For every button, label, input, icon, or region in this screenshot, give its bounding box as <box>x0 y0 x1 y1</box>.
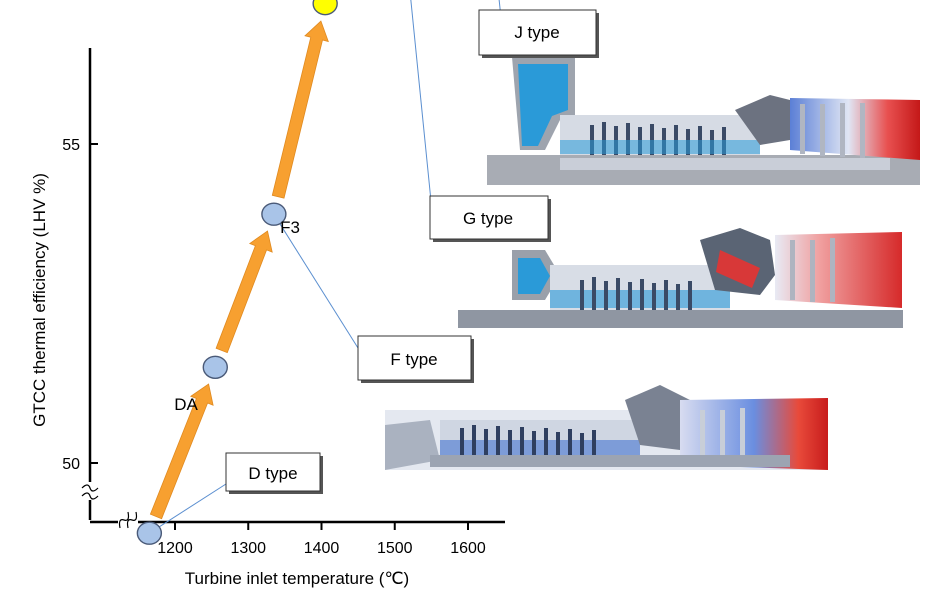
point-label: DA <box>174 395 198 414</box>
x-axis-break-icon <box>118 511 138 529</box>
progress-arrows <box>149 20 329 520</box>
x-tick-label: 1600 <box>450 540 486 557</box>
y-tick-label: 55 <box>62 137 80 154</box>
label-connector <box>410 0 433 212</box>
data-point <box>261 202 287 226</box>
x-tick-label: 1200 <box>157 540 193 557</box>
progress-arrow <box>271 20 329 199</box>
progress-arrow <box>149 383 214 520</box>
point-label: D type <box>248 464 297 483</box>
x-axis-title: Turbine inlet temperature (℃) <box>185 569 409 588</box>
label-box <box>478 9 597 56</box>
label-connector <box>149 474 241 534</box>
label-connectors <box>149 0 506 534</box>
x-tick-label: 1400 <box>304 540 340 557</box>
y-axis-title: GTCC thermal efficiency (LHV %) <box>30 173 49 427</box>
label-box <box>357 335 472 381</box>
label-box <box>429 195 549 240</box>
x-tick-label: 1300 <box>230 540 266 557</box>
data-points <box>136 0 338 545</box>
y-tick-label: 50 <box>62 456 80 473</box>
label-box <box>225 452 321 492</box>
label-connector <box>273 213 359 349</box>
data-point <box>312 0 338 16</box>
g-type-turbine-cross-section <box>458 228 903 328</box>
j-type-turbine-cross-section <box>487 57 920 185</box>
progress-arrow <box>215 230 273 354</box>
y-ticks: 505560 <box>62 137 98 473</box>
point-label: F3 <box>280 218 300 237</box>
x-ticks: 1200 1300 1400 1500 1600 <box>157 522 486 557</box>
point-label: J type <box>514 23 559 42</box>
point-labels: D type DA F type F3 G type J type <box>174 9 599 494</box>
point-label: G type <box>463 209 513 228</box>
point-label: F type <box>390 350 437 369</box>
f-type-turbine-cross-section <box>385 385 828 470</box>
data-point <box>202 355 228 379</box>
y-axis-break-icon <box>81 484 99 500</box>
label-connector <box>498 0 506 56</box>
x-tick-label: 1500 <box>377 540 413 557</box>
data-point <box>136 521 163 545</box>
